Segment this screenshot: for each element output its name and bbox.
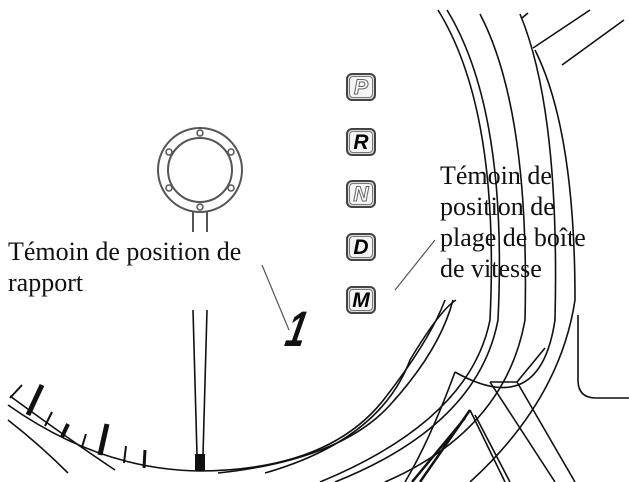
leader-line-gear bbox=[261, 264, 290, 331]
range-indicator-d: D bbox=[346, 233, 376, 261]
range-position-label: Témoin de position de plage de boîte de … bbox=[440, 161, 586, 283]
tick-marks bbox=[9, 383, 147, 469]
range-indicator-n: N bbox=[346, 180, 376, 208]
range-indicator-m: M bbox=[346, 286, 376, 314]
gear-position-label: Témoin de position de rapport bbox=[8, 237, 242, 297]
leader-line-range bbox=[394, 239, 436, 291]
ring-icon bbox=[157, 127, 243, 232]
needle bbox=[192, 309, 208, 471]
range-indicator-p: P bbox=[346, 73, 376, 101]
range-indicator-r: R bbox=[346, 128, 376, 156]
